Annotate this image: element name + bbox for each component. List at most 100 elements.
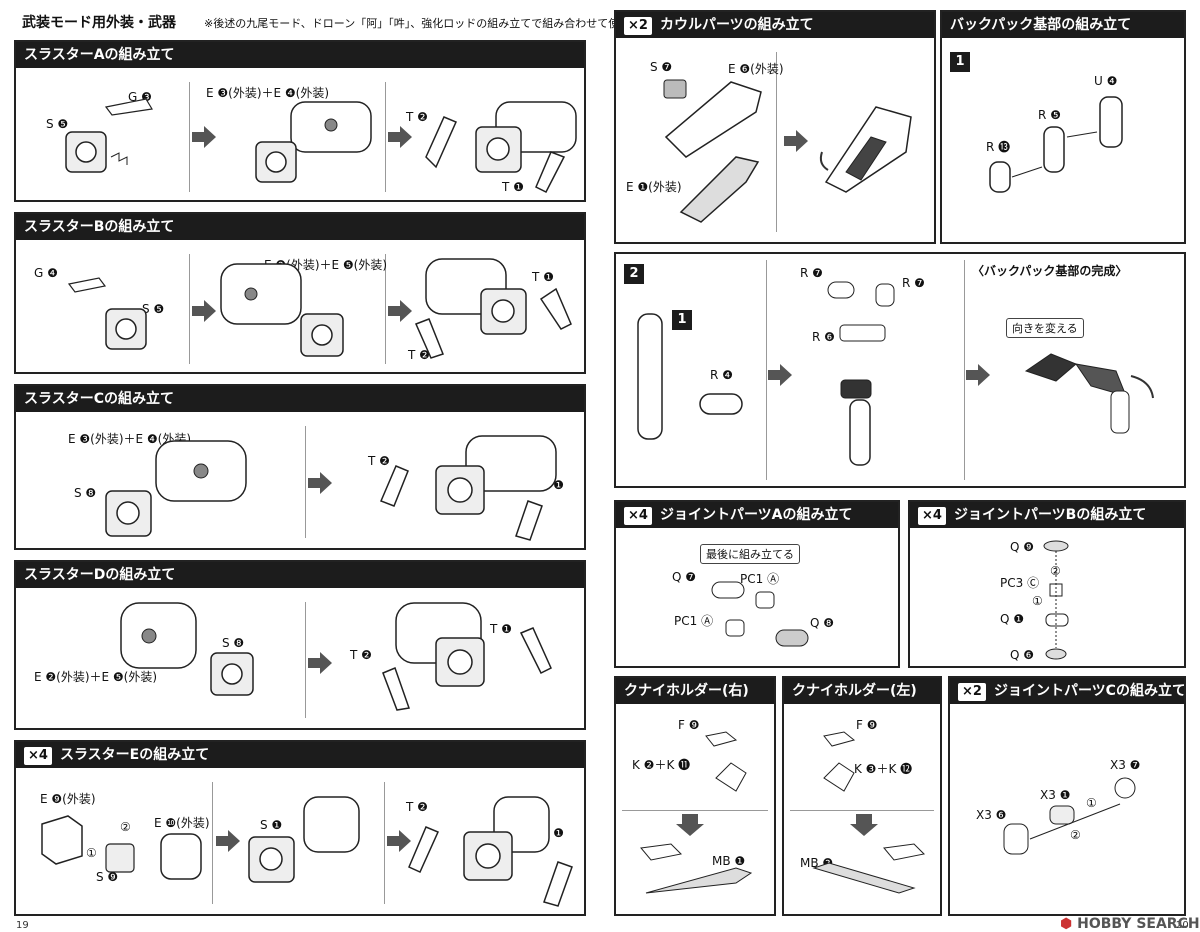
part-label: Q ❾ [1010,540,1035,554]
step-number: 2 [624,262,644,284]
arrow-icon [388,300,412,322]
part-label: U ❹ [1094,74,1118,88]
kunai-holder-icon [705,731,747,792]
part-label: R ❺ [1038,108,1061,122]
thruster-part-icon [65,98,153,173]
arrow-down-icon [850,814,878,836]
part-label: E ❻(外装) [728,62,784,76]
part-label: S ❺ [46,117,69,131]
part-label: K ❸＋K ⓬ [854,762,913,776]
section-thruster-a: スラスターAの組み立て S ❺ G ❸ E ❸(外装)＋E ❹(外装) T ❷ … [14,40,586,202]
part-label: X3 ❼ [1110,758,1141,772]
thruster-part-icon [67,277,147,350]
part-label: T ❷ [368,454,390,468]
backpack-part-icon [827,281,895,466]
part-label: F ❾ [856,718,878,732]
page-number-right: 20 [1176,920,1189,931]
kunai-icon [812,843,926,894]
part-label: S ❽ [74,486,97,500]
page-number-left: 19 [16,920,29,931]
watermark-logo: ⬢ HOBBY SEARCH [1060,916,1200,932]
part-label: PC3 Ⓒ [1000,576,1040,590]
step-label: ① [1086,796,1097,810]
step-label: ① [86,846,97,860]
part-label: R ❼ [902,276,925,290]
part-label: T ❶ [502,180,524,194]
backpack-part-icon [1024,353,1154,434]
part-label: E ❿(外装) [154,816,210,830]
section-thruster-b: スラスターBの組み立て G ❹ S ❺ E ❷(外装)＋E ❺(外装) T ❶ … [14,212,586,374]
step-label: ② [1050,564,1061,578]
thruster-part-icon [380,435,557,541]
part-label: E ❶(外装) [626,180,682,194]
part-label: R ⓭ [986,140,1011,154]
part-label: K ❷＋K ⓫ [632,758,691,772]
part-label: T ❷ [350,648,372,662]
section-title: スラスターBの組み立て [16,214,584,240]
arrow-icon [192,126,216,148]
callout-note: 向きを変える [1006,318,1084,338]
joint-part-icon [1003,777,1136,855]
part-label: E ❾(外装) [40,792,96,806]
joint-part-icon [1043,540,1069,660]
completion-title: 〈バックパック基部の完成〉 [972,264,1128,278]
page-title: 武装モード用外装・武器 [22,15,176,31]
ref-step-number: 1 [672,308,692,330]
kunai-icon [640,843,753,894]
part-label: R ❻ [812,330,835,344]
part-label: S ❾ [96,870,119,884]
thruster-part-icon [255,101,372,183]
section-title: スラスターCの組み立て [16,386,584,412]
part-label: R ❼ [800,266,823,280]
thruster-part-icon [105,440,247,537]
cowl-part-icon [663,79,762,223]
section-title: スラスターAの組み立て [16,42,584,68]
part-label: PC1 Ⓐ [674,614,714,628]
thruster-part-icon [425,101,577,194]
section-title: バックパック基部の組み立て [942,12,1184,38]
part-label: T ❶ [490,622,512,636]
thruster-part-icon [248,796,360,883]
part-label: E ❷(外装)＋E ❺(外装) [34,670,158,684]
arrow-icon [784,130,808,152]
part-label: E ❸(外装)＋E ❹(外装) [206,86,330,100]
part-label: Q ❽ [810,616,835,630]
cowl-part-icon [819,106,912,193]
arrow-icon [308,652,332,674]
part-label: T ❶ [532,270,554,284]
kunai-holder-icon [823,731,856,792]
section-title: クナイホルダー(右) [616,678,774,704]
arrow-icon [216,830,240,852]
part-label: Q ❼ [672,570,697,584]
section-backpack-base: バックパック基部の組み立て 1 U ❹ R ❺ R ⓭ [940,10,1186,244]
thruster-part-icon [220,263,344,357]
step-label: ② [120,820,131,834]
part-label: T ❷ [408,348,430,362]
part-label: G ❹ [34,266,58,280]
part-label: MB ❶ [712,854,746,868]
part-label: Q ❶ [1000,612,1025,626]
part-label: T ❷ [406,110,428,124]
part-label: S ❺ [142,302,165,316]
section-title: クナイホルダー(左) [784,678,940,704]
part-label: E ❸(外装)＋E ❹(外装) [68,432,192,446]
arrow-icon [388,126,412,148]
page-note: ※後述の九尾モード、ドローン「阿」「吽」、強化ロッドの組み立てで組み合わせて使用… [204,17,674,30]
arrow-down-icon [676,814,704,836]
step-label: ② [1070,828,1081,842]
part-label: PC1 Ⓐ [740,572,780,586]
thruster-part-icon [414,258,572,359]
arrow-icon [308,472,332,494]
thruster-part-icon [382,602,552,711]
section-kunai-right: クナイホルダー(右) F ❾ K ❷＋K ⓫ MB ❶ [614,676,776,916]
arrow-icon [966,364,990,386]
section-kunai-left: クナイホルダー(左) F ❾ K ❸＋K ⓬ MB ❷ [782,676,942,916]
thruster-part-icon [41,815,202,880]
